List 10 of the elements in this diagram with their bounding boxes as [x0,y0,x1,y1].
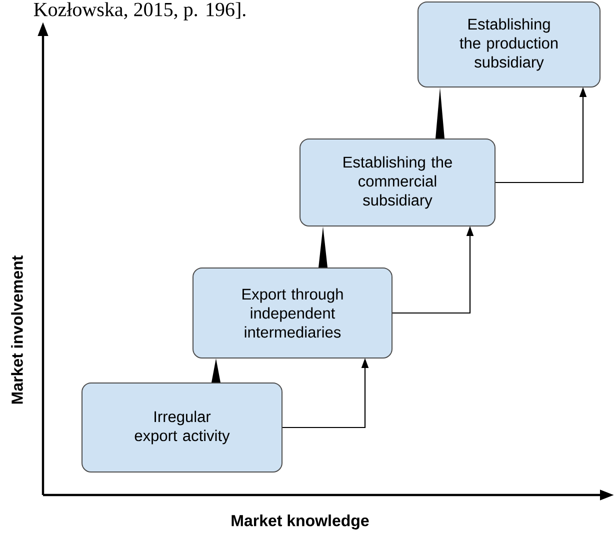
process-box: Establishing the commercial subsidiary [300,138,496,226]
chevron-arrow [436,88,444,138]
axis-label: Market involvement [11,256,23,404]
axis-label: Market knowledge [232,514,369,530]
process-box: Irregular export activity [82,382,282,472]
chevron-arrow [212,358,220,382]
chevron-arrow [318,226,328,268]
source-note: Kozłowska, 2015, p. 196]. [34,2,246,20]
process-box: Export through independent intermediaries [192,268,392,358]
process-box: Establishing the production subsidiary [418,2,600,88]
